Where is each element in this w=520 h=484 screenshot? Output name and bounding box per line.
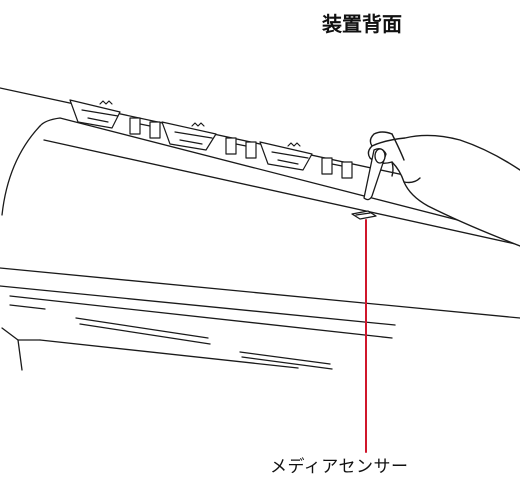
clamp <box>259 141 353 179</box>
front-rail-upper <box>39 117 520 237</box>
pinch-roller-clamps <box>69 99 353 179</box>
bottom-bracket <box>1 327 23 371</box>
device-body <box>0 87 520 371</box>
slot-line-3 <box>79 323 211 345</box>
lower-panel-line-3 <box>9 295 393 339</box>
lower-panel-line-2 <box>0 285 396 326</box>
front-rail-lower <box>43 139 520 246</box>
slot-line-5 <box>241 356 333 370</box>
bottom-edge <box>39 339 299 369</box>
diagram-title: 装置背面 <box>322 12 402 36</box>
slot-line-4 <box>239 351 331 365</box>
slot-line-2 <box>75 317 209 339</box>
clip-icon <box>363 148 387 201</box>
body-curve <box>1 125 41 216</box>
clamp <box>161 121 257 159</box>
media-sensor-label: メディアセンサー <box>270 457 409 477</box>
lower-panel-line-1 <box>0 267 520 319</box>
clamp <box>69 99 161 139</box>
media-sensor <box>351 210 377 220</box>
slot-line-1 <box>9 304 46 310</box>
hand-icon <box>367 131 520 247</box>
